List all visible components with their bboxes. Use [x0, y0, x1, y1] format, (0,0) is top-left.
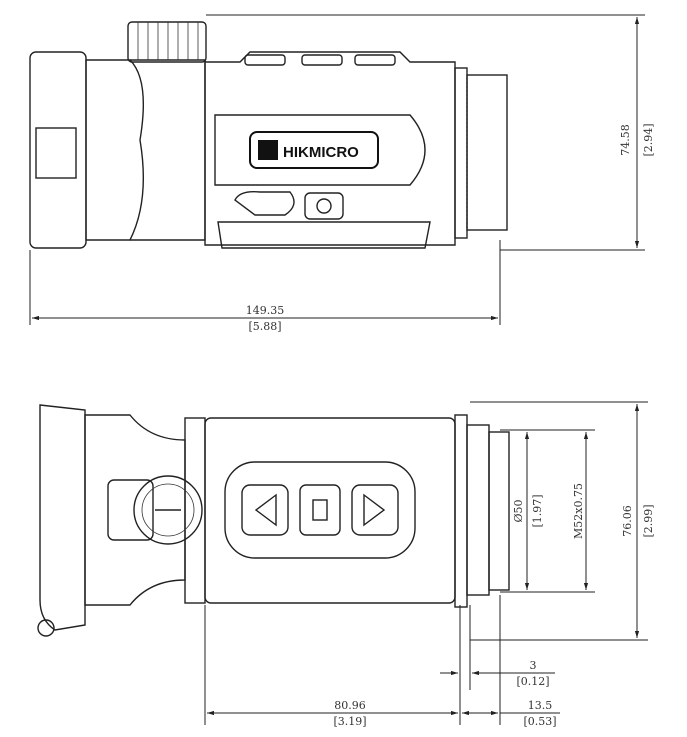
- eyecup-clip: [35, 127, 77, 179]
- thread-length-mm: 13.5: [528, 699, 553, 712]
- focus-knob: [133, 475, 203, 545]
- dimension-body-length: 80.96 [3.19]: [204, 605, 461, 728]
- side-panel: [214, 114, 426, 186]
- length-mm: 149.35: [246, 304, 285, 317]
- button-top: [354, 54, 396, 66]
- dimension-width: 76.06 [2.99]: [470, 401, 655, 641]
- power-port: [304, 192, 344, 220]
- eyecup: [39, 404, 86, 631]
- usb-port: [234, 190, 295, 216]
- thread-length-in: [0.53]: [523, 715, 556, 728]
- right-button[interactable]: [351, 484, 399, 536]
- logo-plate: [249, 131, 379, 169]
- width-in: [2.99]: [642, 504, 655, 537]
- dimension-thread: M52x0.75: [535, 429, 595, 593]
- ring-in: [0.12]: [516, 675, 549, 688]
- height-mm: 74.58: [619, 124, 632, 156]
- brand-logo: HIKMICRO: [283, 144, 359, 161]
- dimension-height: 74.58 [2.94]: [206, 14, 655, 251]
- lens-diameter-in: [1.97]: [531, 494, 544, 527]
- body-length-in: [3.19]: [333, 715, 366, 728]
- lens-diameter-mm: Ø50: [512, 499, 525, 522]
- logo-mark: [258, 140, 278, 160]
- menu-button[interactable]: [299, 484, 341, 536]
- focus-ring: [454, 67, 468, 239]
- ring: [466, 424, 490, 596]
- knob-mount: [107, 479, 154, 541]
- button-panel: [224, 461, 416, 559]
- button-top: [244, 54, 286, 66]
- right-arrow-icon: [363, 493, 386, 527]
- main-body: [204, 51, 456, 246]
- button-top: [301, 54, 343, 66]
- battery-door: [217, 221, 431, 249]
- length-in: [5.88]: [248, 320, 281, 333]
- lens-thread: [488, 431, 510, 591]
- dimension-length: 149.35 [5.88]: [29, 240, 501, 333]
- dimension-lens-diameter: Ø50 [1.97]: [500, 429, 544, 593]
- dimension-ring: 3 [0.12]: [440, 605, 555, 690]
- height-in: [2.94]: [642, 123, 655, 156]
- side-view: HIKMICRO: [29, 21, 508, 249]
- focus-knob: [127, 21, 207, 63]
- body-length-mm: 80.96: [334, 699, 366, 712]
- left-button[interactable]: [241, 484, 289, 536]
- menu-icon: [312, 499, 328, 521]
- eyecup: [29, 51, 87, 249]
- dimension-thread-length: 13.5 [0.53]: [462, 595, 560, 728]
- focus-ring: [454, 414, 468, 608]
- top-view: [37, 404, 510, 637]
- thread-spec: M52x0.75: [572, 483, 585, 539]
- objective-lens: [466, 74, 508, 231]
- left-arrow-icon: [254, 493, 277, 527]
- eyepiece: [85, 59, 145, 241]
- ring-mm: 3: [530, 659, 537, 672]
- width-mm: 76.06: [621, 505, 634, 537]
